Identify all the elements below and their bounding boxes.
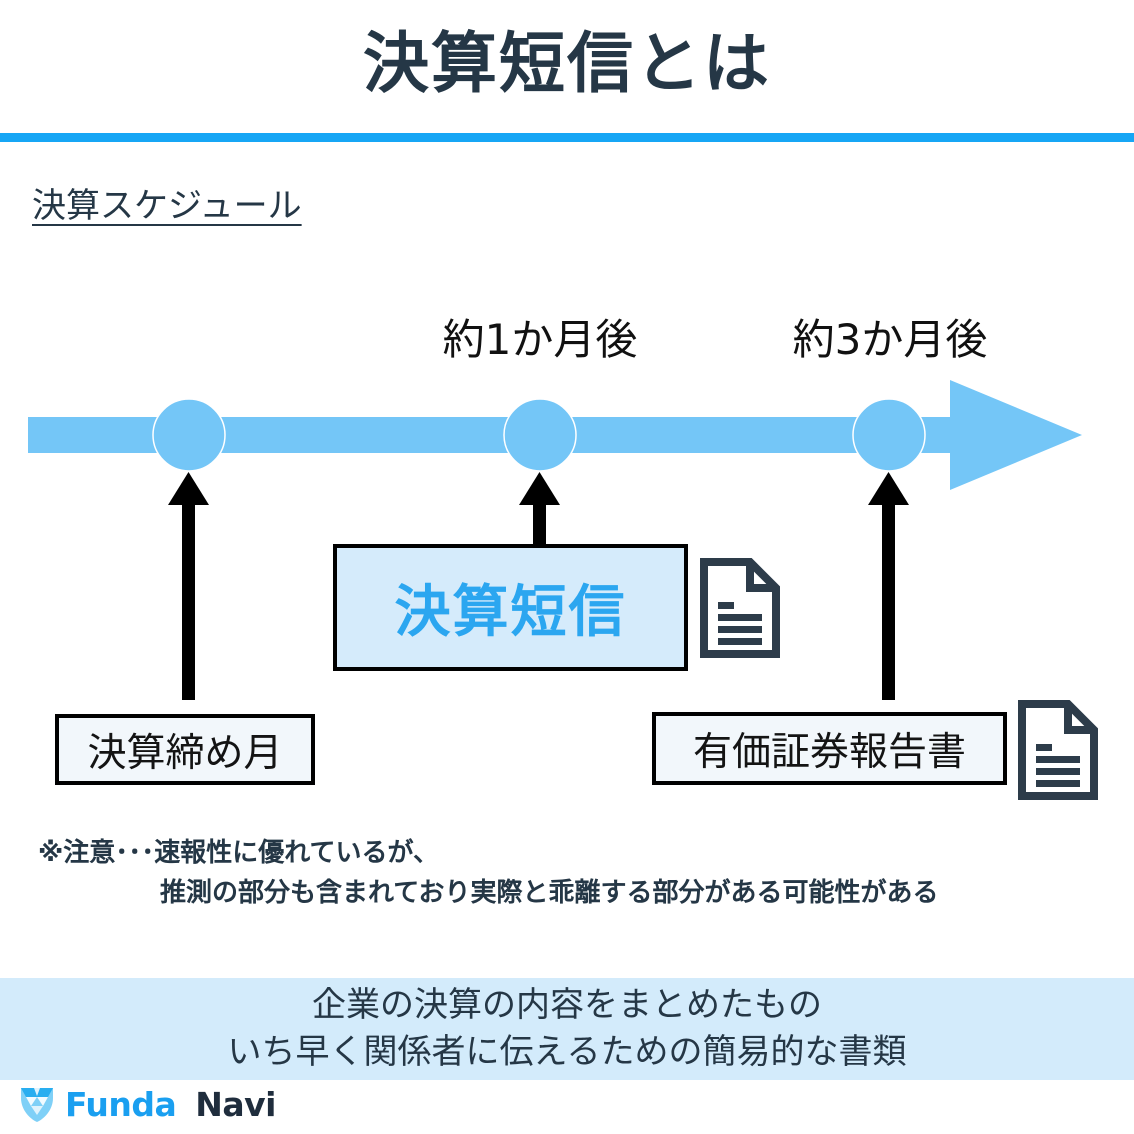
document-icon [700, 558, 780, 658]
title-divider-rule [0, 133, 1134, 142]
timeline-label-one-month: 約1か月後 [442, 315, 638, 364]
timeline-graphic [28, 380, 1082, 700]
summary-line-1: 企業の決算の内容をまとめたもの [312, 985, 822, 1026]
note-line-2: 推測の部分も含まれており実際と乖離する部分がある可能性がある [160, 878, 939, 909]
summary-band: 企業の決算の内容をまとめたもの いち早く関係者に伝えるための簡易的な書類 [0, 978, 1134, 1080]
connector-arrow-yuho [868, 472, 909, 700]
footer-logo[interactable]: Funda Navi [20, 1085, 276, 1123]
callout-label-fiscal-close: 決算締め月 [87, 730, 283, 776]
callout-box-tanshin[interactable]: 決算短信 [333, 544, 688, 671]
timeline-milestone-circle-one-month [503, 398, 577, 472]
connector-arrow-tanshin [519, 472, 560, 544]
note-line-1: ※注意･･･速報性に優れているが、 [38, 838, 439, 868]
document-icon [1018, 700, 1098, 800]
timeline-milestone-circle-fiscal-close [152, 398, 226, 472]
timeline-label-three-month: 約3か月後 [792, 315, 988, 364]
callout-label-tanshin: 決算短信 [394, 580, 627, 645]
section-heading-schedule: 決算スケジュール [32, 186, 302, 226]
timeline-milestone-circle-three-month [852, 398, 926, 472]
logo-text-funda: Funda [65, 1084, 177, 1124]
gem-icon [21, 1088, 53, 1122]
callout-box-fiscal-close[interactable]: 決算締め月 [55, 714, 315, 785]
connector-arrow-fiscal-close [168, 472, 209, 700]
summary-line-2: いち早く関係者に伝えるための簡易的な書類 [227, 1032, 907, 1072]
callout-label-yuho: 有価証券報告書 [692, 729, 966, 775]
note-block: ※注意･･･速報性に優れているが、 推測の部分も含まれており実際と乖離する部分が… [38, 833, 938, 914]
timeline-arrowhead-icon [950, 380, 1082, 490]
callout-box-yuho[interactable]: 有価証券報告書 [652, 712, 1007, 785]
page-title: 決算短信とは [363, 25, 771, 102]
logo-text-navi: Navi [195, 1084, 276, 1124]
